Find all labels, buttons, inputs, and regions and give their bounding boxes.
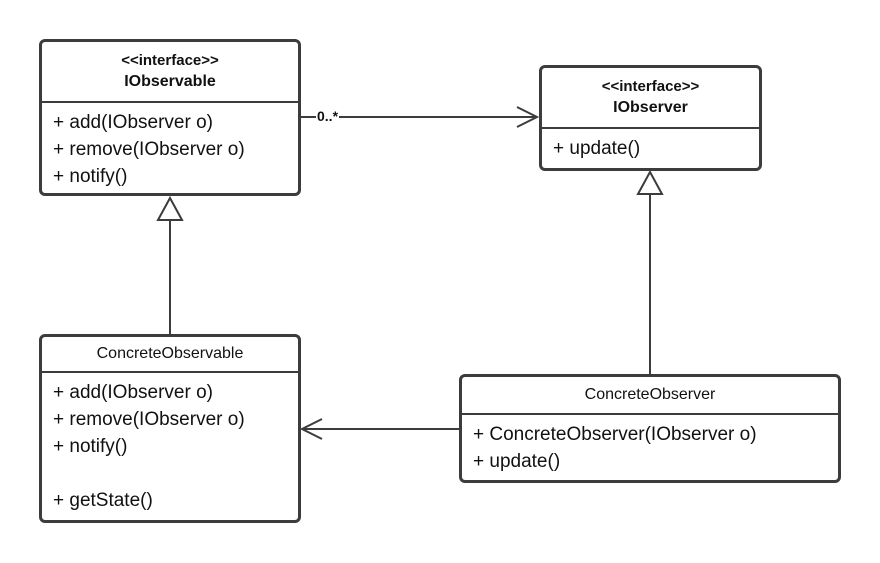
class-members: + add(IObserver o) + remove(IObserver o)…: [42, 373, 298, 514]
generalization-triangle-observer: [636, 169, 664, 195]
multiplicity-label: 0..*: [316, 108, 340, 124]
method-remove: + remove(IObserver o): [53, 139, 245, 160]
generalization-triangle-observable: [156, 195, 184, 221]
class-header: <<interface>> IObserver: [542, 68, 759, 129]
class-box-iobservable[interactable]: <<interface>> IObservable + add(IObserve…: [39, 39, 301, 196]
method-notify: + notify(): [53, 166, 128, 187]
method-remove: + remove(IObserver o): [53, 409, 245, 430]
class-header: ConcreteObservable: [42, 337, 298, 373]
stereotype-label: <<interface>>: [601, 78, 700, 95]
constructor-concrete-observer: + ConcreteObserver(IObserver o): [473, 424, 757, 445]
class-name: ConcreteObservable: [96, 345, 244, 362]
method-update: + update(): [553, 138, 641, 159]
method-add: + add(IObserver o): [53, 382, 213, 403]
association-open-arrowhead: [516, 106, 540, 128]
class-box-iobserver[interactable]: <<interface>> IObserver + update(): [539, 65, 762, 171]
method-add: + add(IObserver o): [53, 112, 213, 133]
dependency-open-arrowhead: [299, 418, 323, 440]
class-header: ConcreteObserver: [462, 377, 838, 415]
class-name: IObservable: [124, 73, 216, 90]
class-name: ConcreteObserver: [584, 386, 716, 403]
class-box-concrete-observable[interactable]: ConcreteObservable + add(IObserver o) + …: [39, 334, 301, 523]
class-name: IObserver: [613, 99, 688, 116]
class-members: + ConcreteObserver(IObserver o) + update…: [462, 415, 838, 475]
stereotype-label: <<interface>>: [121, 52, 219, 69]
method-notify: + notify(): [53, 436, 128, 457]
method-get-state: + getState(): [53, 490, 153, 511]
class-members: + update(): [542, 129, 759, 162]
method-update: + update(): [473, 451, 561, 472]
class-members: + add(IObserver o) + remove(IObserver o)…: [42, 103, 298, 190]
class-box-concrete-observer[interactable]: ConcreteObserver + ConcreteObserver(IObs…: [459, 374, 841, 483]
class-header: <<interface>> IObservable: [42, 42, 298, 103]
